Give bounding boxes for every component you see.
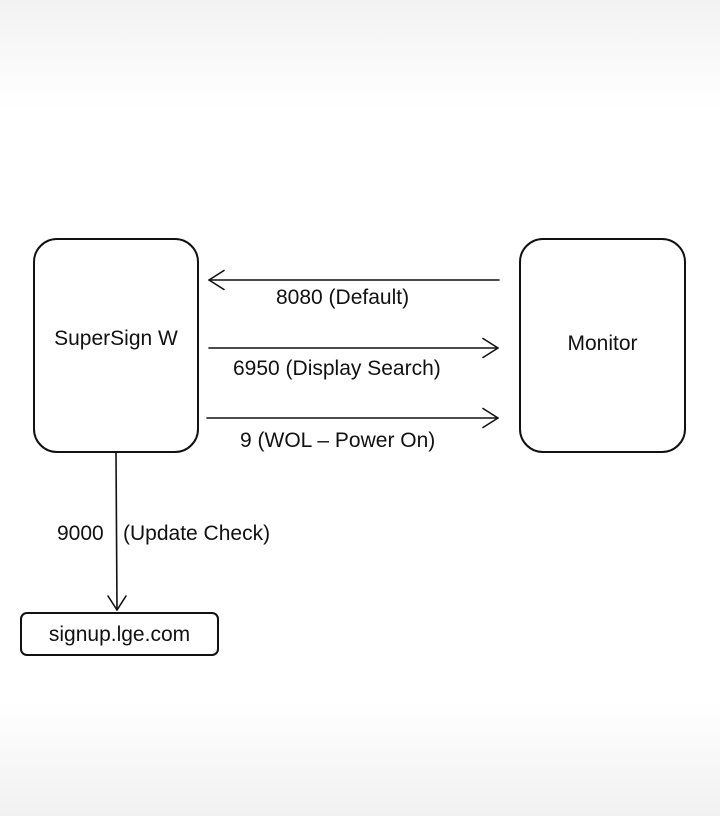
- arrow-display-search: [208, 337, 499, 359]
- edge-label-display-search: 6950 (Display Search): [233, 357, 441, 380]
- arrow-default: [208, 269, 500, 291]
- edge-label-update-check-port: 9000: [57, 522, 104, 545]
- arrow-update-check: [107, 452, 127, 611]
- node-supersign-w-label: SuperSign W: [54, 327, 178, 350]
- edge-label-update-check-description: (Update Check): [123, 522, 271, 545]
- arrow-wol: [206, 407, 499, 429]
- edge-label-default: 8080 (Default): [276, 286, 410, 309]
- node-monitor-label: Monitor: [567, 332, 638, 355]
- node-signup-domain-label: signup.lge.com: [48, 622, 191, 646]
- node-signup-domain: signup.lge.com: [20, 612, 219, 656]
- node-monitor: Monitor: [519, 238, 686, 453]
- edge-label-wol: 9 (WOL – Power On): [240, 429, 436, 452]
- node-supersign-w: SuperSign W: [33, 238, 199, 453]
